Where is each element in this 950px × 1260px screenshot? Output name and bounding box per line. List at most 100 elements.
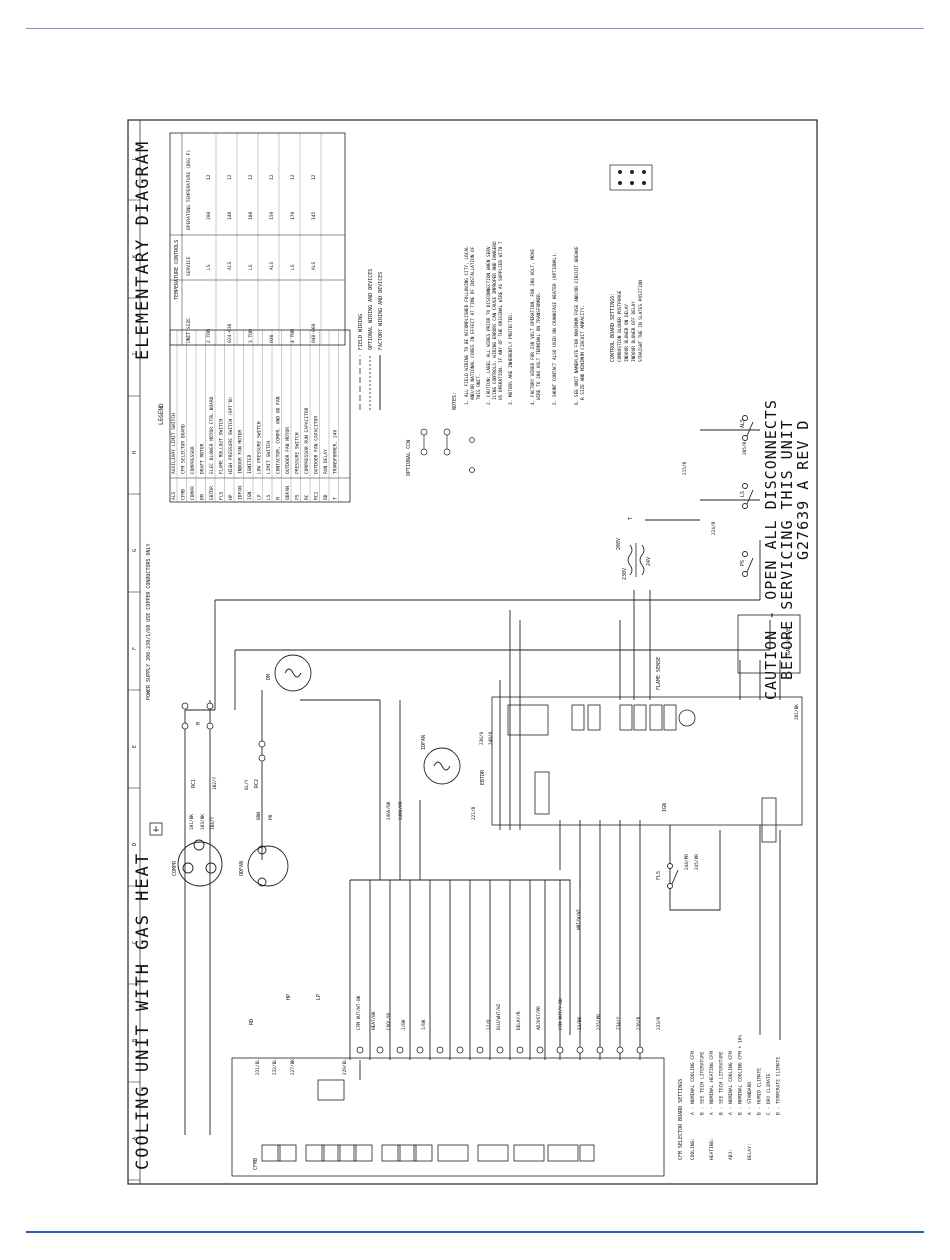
legend-code: PS: [295, 494, 301, 500]
cfmb-board: [231, 1057, 665, 1177]
legend-description: PRESSURE SWITCH: [295, 432, 301, 474]
ign-label: IGN: [662, 803, 668, 812]
xfmr-208-label: 208V: [616, 538, 622, 550]
note-line: AND/OR NATIONAL CODES IN EFFECT AT TIME …: [470, 246, 476, 400]
legend-code: EBTDR: [209, 486, 215, 500]
zone-letter: F: [132, 647, 138, 650]
temp-header: OPERATING TEMPERATURE (DEG F): [186, 150, 192, 230]
ps-label: PS: [740, 560, 746, 566]
note-line: 1. ALL FIELD WIRING TO BE ACCOMPLISHED F…: [464, 246, 470, 405]
temp-service: LS: [248, 264, 254, 270]
cfm-setting-value: B - HUMID CLIMATE: [757, 1068, 763, 1115]
legend-description: FLAME ROLLOUT SWITCH: [219, 418, 225, 474]
transformer-symbol: [627, 543, 645, 577]
temp-unit: 036: [269, 334, 275, 343]
zone-letter: B: [132, 1039, 138, 1042]
wire-field-label: FIELD WIRING: [358, 314, 364, 350]
switch-blade: [746, 421, 754, 437]
terminal: [456, 1046, 464, 1054]
cfm-settings-title: CFM SELECTOR BOARD SETTINGS: [678, 1079, 684, 1160]
legend-code: RC: [304, 494, 310, 500]
cfm-setting-value: A - NOMINAL HEATING CFM: [709, 1051, 715, 1115]
cfm-setting-key: COOLING:: [690, 1138, 696, 1160]
terminal: [181, 722, 189, 730]
gas-valve-symbol: [737, 614, 801, 674]
legend-description: DRAFT MOTOR: [200, 443, 206, 474]
dm-label: DM: [266, 674, 272, 680]
wire-optional-label: OPTIONAL WIRING AND DEVICES: [368, 269, 374, 350]
diagram-subtitle: COOLING UNIT WITH GAS HEAT: [133, 852, 153, 1170]
legend-code: DM: [200, 494, 206, 500]
note-line: 2. CAUTION: LABEL ALL WIRES PRIOR TO DIS…: [486, 246, 492, 405]
temp-diff: 12: [269, 174, 275, 180]
terminal: [206, 722, 214, 730]
terminal: [516, 1046, 524, 1054]
legend-code: ODFAN: [285, 486, 291, 500]
switch-contact: [742, 415, 748, 421]
temp-unit: 2 TON: [206, 329, 212, 343]
legend-description: LIMIT SWITCH: [266, 441, 272, 474]
terminal: [396, 1046, 404, 1054]
board-setting-line: INDOOR BLOWER OFF DELAY: [631, 301, 637, 362]
ground-symbol: [149, 822, 163, 836]
wire-label: 104/Y: [210, 816, 216, 830]
note-line: THIS UNIT.: [476, 374, 482, 400]
note-line: WIRE TO 208 VOLT TERMINAL ON TRANSFORMER…: [536, 292, 542, 400]
board-setting-line: COMBUSTION BLOWER POSTPURGE: [617, 290, 623, 362]
cfm-setting-value: A - STANDARD: [747, 1082, 753, 1115]
switch-blade: [671, 869, 679, 885]
legend-description: COMPRESSOR RUN CAPACITOR: [304, 407, 310, 474]
cfm-setting-key: DELAY:: [747, 1143, 753, 1160]
legend-code: IDFAN: [238, 486, 244, 500]
temp-unit: 024-036: [227, 323, 233, 343]
temp-open: 200: [206, 211, 212, 220]
switch-blade: [746, 489, 754, 505]
terminal: [576, 1046, 584, 1054]
legend-description: HIGH PRESSURE SWITCH (OPT'N): [228, 397, 234, 474]
zone-letter: G: [132, 549, 138, 552]
zone-letter: L: [132, 157, 138, 160]
zone-letter: K: [132, 255, 138, 258]
note-line: 5. SHUNT CONTACT ALSO USED ON CRANKCASE …: [552, 252, 558, 405]
wire-label: BRN: [256, 812, 262, 820]
board-setting-line: INDOOR BLOWER ON DELAY: [624, 303, 630, 362]
legend-code: HP: [228, 494, 234, 500]
cfm-setting-key: ADJ:: [728, 1149, 734, 1160]
zone-letter: H: [132, 451, 138, 454]
legend-code: T: [333, 497, 339, 500]
wire-label: 103/BK: [200, 814, 206, 830]
wire-label: HEAT/BK: [371, 1011, 377, 1030]
wire-label: 205/R: [742, 441, 748, 455]
legend-description: INDOOR FAN MOTOR: [238, 430, 244, 474]
wire-label: WHT/W/W1: [576, 908, 582, 930]
switch-contact: [742, 571, 748, 577]
wire-label: 240V/PR: [398, 801, 404, 820]
temp-service: ALS: [227, 261, 233, 270]
cfm-setting-value: A - NOMINAL COOLING CFM: [728, 1051, 734, 1115]
wire-label: 221/R: [471, 806, 477, 820]
diagram-border: [127, 119, 818, 1185]
zone-letter: E: [132, 745, 138, 748]
cfm-setting-key: HEATING:: [709, 1138, 715, 1160]
temp-diff: 12: [227, 174, 233, 180]
terminal: [636, 1046, 644, 1054]
hp-label: HP: [286, 994, 292, 1000]
note-line: 3. MOTORS ARE INHERENTLY PROTECTED.: [508, 312, 514, 405]
legend-code: COMPR: [190, 486, 196, 500]
temp-table-title: TEMPERATURE CONTROLS: [174, 240, 180, 300]
note-line: 6. SEE UNIT NAMEPLATE FOR MAXIMUM FUSE A…: [574, 246, 580, 405]
temp-open: 145: [311, 211, 317, 220]
optional-ccw-label: OPTIONAL CCW: [406, 439, 412, 476]
legend-description: ELEC BLOWER MOTOR CTRL BOARD: [209, 396, 215, 474]
legend-description: LOW PRESSURE SWITCH: [257, 421, 263, 474]
switch-blade: [746, 557, 754, 573]
wire-label: 232/BL: [272, 1059, 278, 1075]
note-line: ICING CONTROLS. WIRING ERRORS CAN CAUSE …: [492, 241, 498, 400]
wire-factory-label: FACTORY WIRING AND DEVICES: [378, 272, 384, 350]
idfan-symbol: [423, 747, 461, 785]
legend-description: CFM SELECTOR BOARD: [181, 424, 187, 474]
legend-code: LP: [257, 494, 263, 500]
odfan-label: ODFAN: [239, 861, 245, 876]
